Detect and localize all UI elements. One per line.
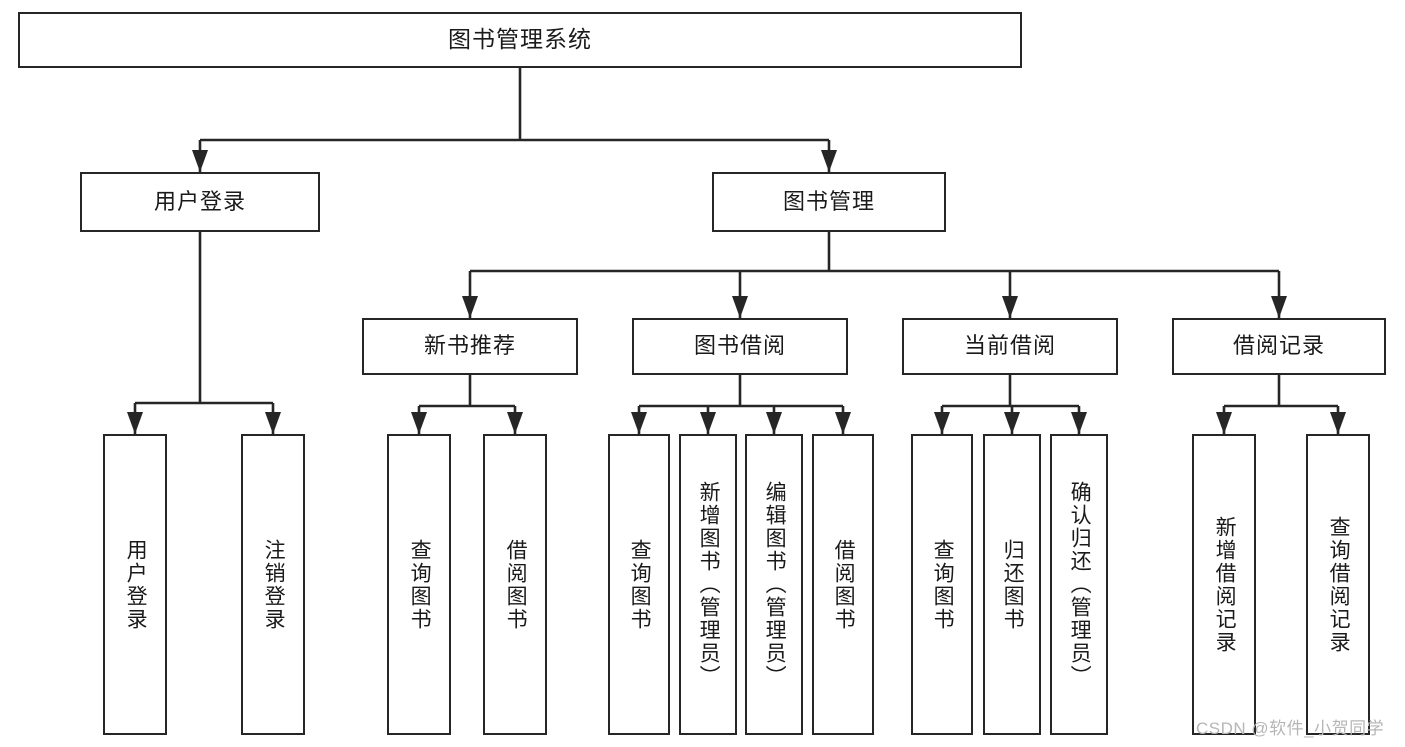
- node-leaf-borrow-book-2: 借阅图书: [812, 434, 874, 735]
- arrowhead-to-bookmgmt: [821, 150, 837, 172]
- arrowhead-to-leaf-query-book-1: [411, 412, 427, 434]
- arrowhead-to-leaf-confirm-return: [1071, 412, 1087, 434]
- node-leaf-query-book-2: 查询图书: [608, 434, 670, 735]
- csdn-watermark: CSDN @软件_小贺同学: [1196, 719, 1385, 738]
- node-label: 借阅图书: [504, 538, 528, 631]
- node-login: 用户登录: [80, 172, 320, 232]
- arrowhead-to-leaf-user-login: [127, 412, 143, 434]
- node-leaf-query-record: 查询借阅记录: [1306, 434, 1370, 735]
- node-label: 查询图书: [408, 538, 432, 631]
- node-label: 编辑图书（管理员）: [763, 481, 787, 688]
- arrowhead-to-leaf-add-book: [700, 412, 716, 434]
- arrowhead-to-leaf-borrow-book-2: [835, 412, 851, 434]
- node-label: 借阅图书: [832, 538, 856, 631]
- node-leaf-edit-book: 编辑图书（管理员）: [745, 434, 803, 735]
- node-label: 当前借阅: [963, 333, 1056, 359]
- arrowhead-to-leaf-add-record: [1216, 412, 1232, 434]
- node-borrow: 图书借阅: [632, 318, 848, 375]
- node-leaf-return-book: 归还图书: [983, 434, 1041, 735]
- arrowhead-to-login: [192, 150, 208, 172]
- node-leaf-add-book: 新增图书（管理员）: [679, 434, 737, 735]
- arrowhead-to-leaf-query-book-2: [631, 412, 647, 434]
- node-leaf-confirm-return: 确认归还（管理员）: [1050, 434, 1108, 735]
- arrowhead-to-leaf-return-book: [1004, 412, 1020, 434]
- node-current: 当前借阅: [902, 318, 1118, 375]
- arrowhead-to-records: [1271, 296, 1287, 318]
- arrowhead-to-newbook: [462, 296, 478, 318]
- node-label: 图书管理: [782, 188, 875, 214]
- node-label: 图书借阅: [693, 333, 786, 359]
- node-label: 注销登录: [262, 538, 286, 631]
- node-label: 归还图书: [1001, 538, 1025, 631]
- arrowhead-to-leaf-query-book-3: [934, 412, 950, 434]
- arrowhead-to-leaf-borrow-book-1: [507, 412, 523, 434]
- node-leaf-add-record: 新增借阅记录: [1192, 434, 1256, 735]
- node-records: 借阅记录: [1172, 318, 1386, 375]
- node-bookmgmt: 图书管理: [712, 172, 946, 232]
- node-label: 新书推荐: [423, 333, 516, 359]
- node-newbook: 新书推荐: [362, 318, 578, 375]
- node-leaf-user-logout: 注销登录: [241, 434, 305, 735]
- node-label: 用户登录: [153, 188, 246, 214]
- arrowhead-to-leaf-query-record: [1330, 412, 1346, 434]
- arrowhead-to-borrow: [732, 296, 748, 318]
- node-leaf-user-login: 用户登录: [103, 434, 167, 735]
- node-leaf-query-book-1: 查询图书: [387, 434, 451, 735]
- node-leaf-query-book-3: 查询图书: [911, 434, 973, 735]
- node-label: 查询借阅记录: [1327, 515, 1351, 654]
- node-label: 确认归还（管理员）: [1068, 481, 1092, 688]
- node-label: 新增图书（管理员）: [697, 481, 721, 688]
- node-label: 新增借阅记录: [1213, 515, 1237, 654]
- arrowhead-to-current: [1002, 296, 1018, 318]
- arrowhead-to-leaf-edit-book: [766, 412, 782, 434]
- node-label: 查询图书: [931, 538, 955, 631]
- node-root: 图书管理系统: [18, 12, 1022, 68]
- node-label: 查询图书: [628, 538, 652, 631]
- arrowhead-to-leaf-user-logout: [265, 412, 281, 434]
- node-leaf-borrow-book-1: 借阅图书: [483, 434, 547, 735]
- node-label: 图书管理系统: [448, 26, 592, 53]
- node-label: 借阅记录: [1232, 333, 1325, 359]
- node-label: 用户登录: [124, 538, 148, 631]
